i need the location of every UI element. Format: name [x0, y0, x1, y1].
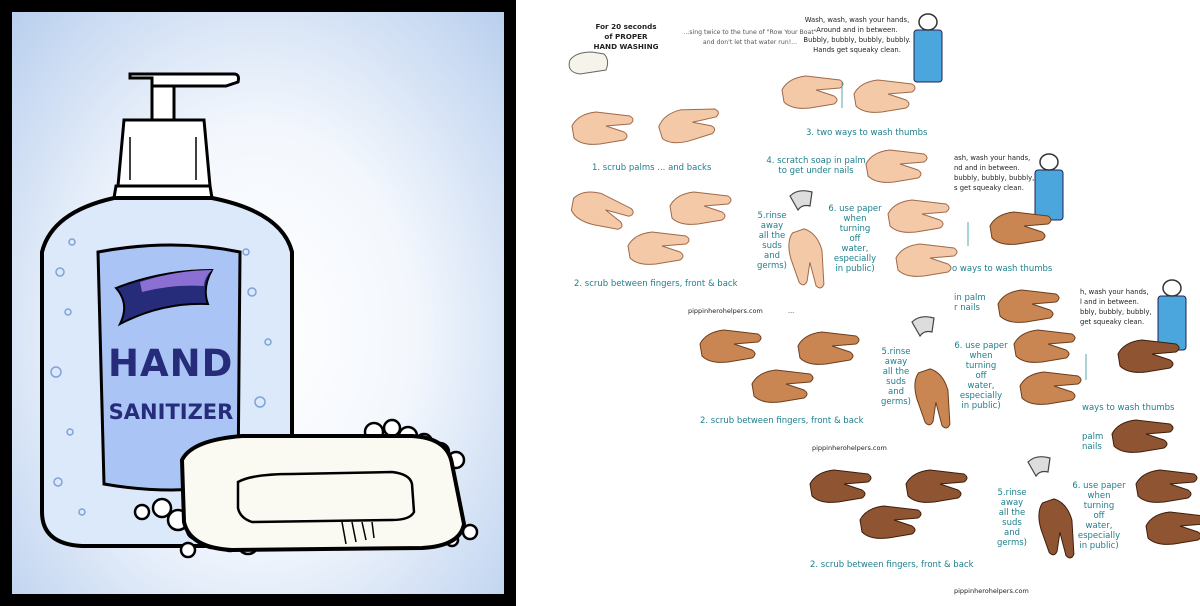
card3-step5-4: and: [1004, 528, 1020, 538]
card2-step5-4: and: [888, 387, 904, 397]
song2-line2: nd and in between.: [954, 164, 1020, 172]
card3-step6-2: turning: [1083, 501, 1115, 511]
handwashing-chart-panel: For 20 seconds of PROPER HAND WASHING ..…: [520, 0, 1200, 606]
card1-step4-line2: to get under nails: [778, 166, 854, 176]
card3-step6-0: 6. use paper: [1072, 481, 1126, 491]
tune-line1: ...sing twice to the tune of "Row Your B…: [683, 29, 817, 36]
card2-step3: o ways to wash thumbs: [952, 264, 1053, 274]
card1-step4-line1: 4. scratch soap in palm: [766, 156, 866, 166]
song-line3: Bubbly, bubbly, bubbly, bubbly.: [803, 36, 911, 44]
song3-line4: get squeaky clean.: [1080, 318, 1145, 326]
card1-site: pippinherohelpers.com: [688, 307, 763, 315]
card3-step6-1: when: [1087, 491, 1111, 501]
card3-site: pippinherohelpers.com: [954, 587, 1029, 595]
card3-step2: 2. scrub between fingers, front & back: [810, 560, 974, 570]
card2-step6-5: especially: [959, 391, 1003, 401]
card1-step6-2: turning: [839, 224, 871, 234]
card1-step6-0: 6. use paper: [828, 204, 882, 214]
pump-stem: [150, 84, 176, 122]
arrow-icon: [841, 82, 1087, 380]
card3-step5-2: all the: [998, 508, 1026, 518]
song-line2: Around and in between.: [816, 26, 898, 34]
hands-drawing: [566, 13, 1200, 563]
card2-step5-0: 5.rinse: [881, 347, 911, 357]
card3-step6-4: water,: [1085, 521, 1113, 531]
card1-step2: 2. scrub between fingers, front & back: [574, 279, 738, 289]
card1-step5-5: germs): [757, 261, 787, 271]
card2-step5-2: all the: [882, 367, 910, 377]
bottle-bubbles: [50, 238, 278, 516]
song2-line1: ash, wash your hands,: [954, 154, 1031, 162]
song-line1: Wash, wash, wash your hands,: [804, 16, 910, 24]
song-line4: Hands get squeaky clean.: [813, 46, 901, 54]
card1-step5-1: away: [760, 221, 784, 231]
card1-step6-4: water,: [841, 244, 869, 254]
card2-step6-4: water,: [967, 381, 995, 391]
card2-step6-0: 6. use paper: [954, 341, 1008, 351]
card3-step4-line1: palm: [1082, 432, 1104, 442]
card1-step5-0: 5.rinse: [757, 211, 787, 221]
card1-step5-4: and: [764, 251, 780, 261]
song2-line4: s get squeaky clean.: [954, 184, 1024, 192]
label-text-hand: HAND: [108, 342, 234, 385]
card1-step5-2: all the: [758, 231, 786, 241]
card1-step1: 1. scrub palms ... and backs: [592, 163, 712, 173]
card2-step6-1: when: [969, 351, 993, 361]
card3-step6-3: off: [1093, 511, 1105, 521]
card2-site: pippinherohelpers.com: [812, 444, 887, 452]
card3-step6-6: in public): [1079, 541, 1119, 551]
card3-step3: ways to wash thumbs: [1082, 403, 1175, 413]
soap-bar: [179, 434, 467, 553]
small-soap-icon: [568, 51, 609, 75]
card2-step6-6: in public): [961, 401, 1001, 411]
pump-nozzle-icon: [128, 72, 240, 88]
card1-step6-5: especially: [833, 254, 877, 264]
card1-ellipsis: ...: [788, 307, 795, 315]
sanitizer-drawing: [40, 72, 479, 559]
card2-step5-5: germs): [881, 397, 911, 407]
song3-line3: bbly, bubbly, bubbly,: [1080, 308, 1152, 316]
card3-step6-5: especially: [1077, 531, 1121, 541]
card2-step5-3: suds: [886, 377, 906, 387]
sanitizer-background: HAND SANITIZER: [12, 12, 504, 594]
sanitizer-illustration-panel: HAND SANITIZER: [0, 0, 516, 606]
card2-step6-3: off: [975, 371, 987, 381]
card1-step3: 3. two ways to wash thumbs: [806, 128, 928, 138]
tune-line2: and don't let that water run!...: [702, 39, 798, 46]
card2-step4-line1: in palm: [954, 293, 986, 303]
card2-step2: 2. scrub between fingers, front & back: [700, 416, 864, 426]
card3-step5-3: suds: [1002, 518, 1022, 528]
card3-step5-0: 5.rinse: [997, 488, 1027, 498]
song3-line1: h, wash your hands,: [1080, 288, 1149, 296]
header-line1: For 20 seconds: [595, 22, 657, 31]
label-text-sanitizer: SANITIZER: [108, 400, 234, 424]
song2-line3: bubbly, bubbly, bubbly,: [954, 174, 1035, 182]
card1-step6-6: in public): [835, 264, 875, 274]
card1-step6-1: when: [843, 214, 867, 224]
card3-step5-1: away: [1000, 498, 1024, 508]
card3-step5-5: germs): [997, 538, 1027, 548]
card2-step5-1: away: [884, 357, 908, 367]
faucet-icon: [789, 190, 1051, 478]
header-line3: HAND WASHING: [593, 42, 659, 51]
header-line2: of PROPER: [604, 32, 648, 41]
card1-step6-3: off: [849, 234, 861, 244]
card2-step6-2: turning: [965, 361, 997, 371]
card3-step4-line2: nails: [1082, 442, 1102, 452]
card2-step4-line2: r nails: [954, 303, 980, 313]
card1-step5-3: suds: [762, 241, 782, 251]
song3-line2: l and in between.: [1080, 298, 1139, 306]
